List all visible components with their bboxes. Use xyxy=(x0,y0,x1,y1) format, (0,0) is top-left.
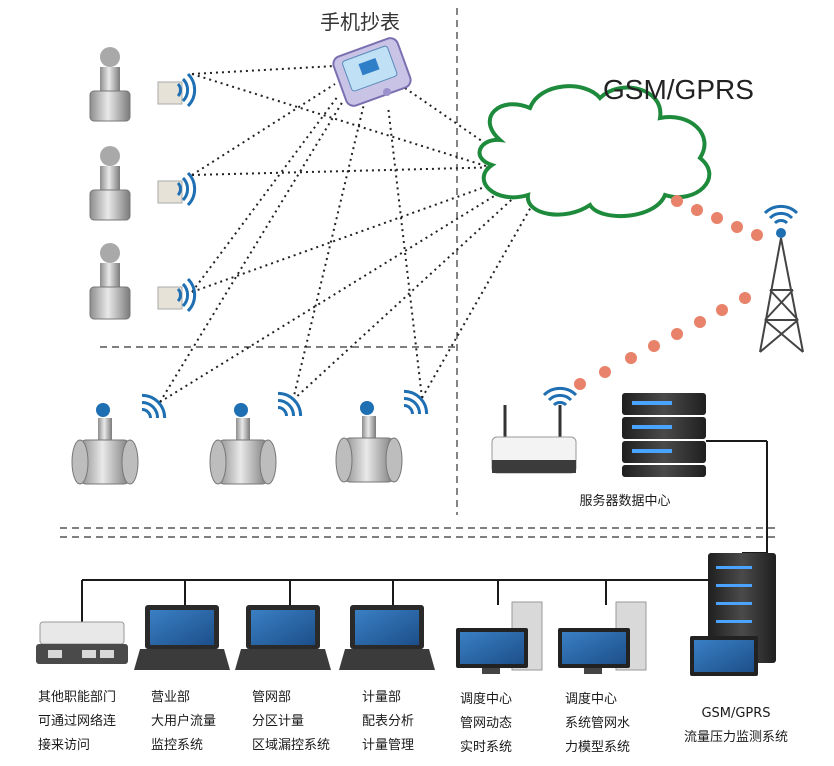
server-stack-icon xyxy=(622,393,706,477)
router-icon xyxy=(491,386,578,474)
caption-line: 力模型系统 xyxy=(565,740,631,755)
caption-line: 系统管网水 xyxy=(565,716,631,731)
caption-line: 管网部 xyxy=(252,690,292,705)
gsm-gprs-cloud xyxy=(477,84,712,219)
gsm-gprs-label: GSM/GPRS xyxy=(603,74,754,105)
desktop-computer-icon-2 xyxy=(558,601,647,674)
desktop-computer-icon-1 xyxy=(456,601,543,674)
pipe-meter-3 xyxy=(89,243,197,320)
caption-line: 接来访问 xyxy=(38,738,91,753)
terminal-caption-6: 调度中心 系统管网水 力模型系统 xyxy=(565,688,630,760)
caption-line: 大用户流量 xyxy=(151,714,217,729)
flow-meter-2 xyxy=(209,387,307,485)
caption-line: 调度中心 xyxy=(565,692,618,707)
caption-line: 区域漏控系统 xyxy=(252,738,331,753)
caption-line: 实时系统 xyxy=(460,740,513,755)
laptop-icon-2 xyxy=(235,605,331,670)
caption-line: 调度中心 xyxy=(460,692,513,707)
caption-line: 计量管理 xyxy=(362,738,415,753)
laptop-icon-3 xyxy=(339,605,435,670)
divider-lines xyxy=(60,8,775,538)
caption-line: 分区计量 xyxy=(252,714,305,729)
caption-line: 监控系统 xyxy=(151,738,204,753)
server-center-label: 服务器数据中心 xyxy=(579,494,671,509)
monitoring-server-icon xyxy=(690,553,776,676)
terminal-caption-2: 营业部 大用户流量 监控系统 xyxy=(151,686,216,758)
laptop-icon-1 xyxy=(134,605,230,670)
caption-line: 配表分析 xyxy=(362,714,415,729)
caption-line: 可通过网络连 xyxy=(38,714,117,729)
flow-meter-3 xyxy=(335,385,433,483)
caption-line: 流量压力监测系统 xyxy=(683,730,788,745)
pipe-meter-2 xyxy=(89,146,197,221)
wired-network-lines xyxy=(81,440,768,622)
flow-meter-1 xyxy=(71,389,171,485)
cell-tower-icon xyxy=(759,204,804,353)
caption-line: GSM/GPRS xyxy=(701,706,771,721)
network-switch-icon xyxy=(36,621,128,664)
caption-line: 其他职能部门 xyxy=(38,690,117,705)
terminal-caption-4: 计量部 配表分析 计量管理 xyxy=(362,686,414,758)
caption-line: 计量部 xyxy=(362,690,402,705)
terminal-caption-7: GSM/GPRS 流量压力监测系统 xyxy=(676,702,796,750)
gprs-links xyxy=(574,195,763,390)
phone-reading-label: 手机抄表 xyxy=(320,10,400,34)
caption-line: 营业部 xyxy=(151,690,191,705)
pipe-meter-1 xyxy=(89,47,197,122)
caption-line: 管网动态 xyxy=(460,716,513,731)
handheld-phone-icon xyxy=(332,37,412,107)
wireless-links xyxy=(159,65,536,403)
terminal-caption-5: 调度中心 管网动态 实时系统 xyxy=(460,688,512,760)
terminal-caption-3: 管网部 分区计量 区域漏控系统 xyxy=(252,686,330,758)
terminal-caption-1: 其他职能部门 可通过网络连 接来访问 xyxy=(38,686,116,758)
